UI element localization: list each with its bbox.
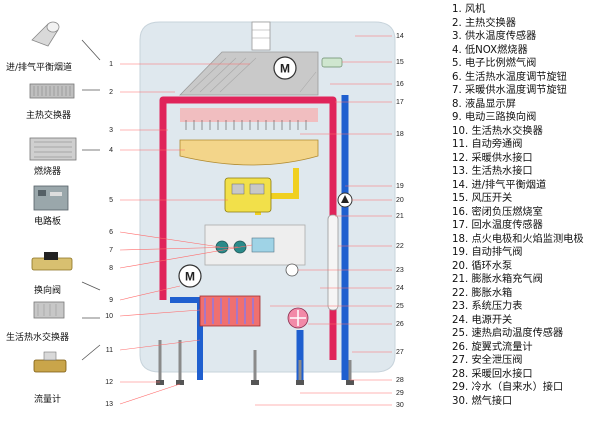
legend-item: 10. 生活热水交换器 [452, 125, 543, 137]
pressure-gauge [285, 263, 299, 277]
callout-number-5: 5 [109, 197, 113, 204]
legend-item: 17. 回水温度传感器 [452, 220, 543, 231]
legend-item: 1. 风机 [452, 4, 486, 15]
callout-number-22: 22 [396, 243, 404, 250]
callout-number-19: 19 [396, 183, 404, 190]
component-label-main-exchanger: 主热交换器 [26, 111, 72, 121]
legend-item: 20. 循环水泵 [452, 260, 513, 272]
legend-item: 26. 旋翼式流量计 [452, 341, 533, 353]
callout-number-10: 10 [105, 313, 113, 320]
callout-number-4: 4 [109, 147, 113, 154]
legend-item: 23. 系统压力表 [452, 301, 523, 312]
left-callout-numbers: 1 2 3 4 5 6 7 8 9 10 11 12 13 [105, 61, 113, 408]
callout-number-6: 6 [109, 229, 113, 236]
legend-item: 6. 生活热水温度调节旋钮 [452, 71, 567, 83]
diverter-motor-icon [178, 264, 202, 288]
component-label-flue: 进/排气平衡烟道 [6, 63, 73, 73]
callout-number-14: 14 [396, 33, 404, 40]
callout-number-28: 28 [396, 377, 404, 384]
callout-number-18: 18 [396, 131, 404, 138]
legend-item: 25. 速热启动温度传感器 [452, 328, 564, 339]
legend-item: 19. 自动排气阀 [452, 247, 523, 258]
callout-number-25: 25 [396, 303, 404, 310]
component-label-flow-meter: 流量计 [34, 395, 62, 405]
component-label-circuit-board: 电路板 [34, 217, 62, 227]
legend-item: 8. 液晶显示屏 [452, 98, 516, 110]
legend-item: 9. 电动三路换向阀 [452, 112, 537, 123]
callout-number-16: 16 [396, 81, 404, 88]
legend-item: 13. 生活热水接口 [452, 166, 533, 177]
callout-number-21: 21 [396, 213, 404, 220]
burner [179, 139, 319, 166]
legend-item: 7. 采暖供水温度调节旋钮 [452, 85, 567, 96]
legend-item: 2. 主热交换器 [452, 17, 516, 29]
legend-item: 4. 低NOX燃烧器 [452, 44, 528, 56]
legend-item: 18. 点火电极和火焰监测电极 [452, 233, 584, 245]
callout-number-29: 29 [396, 390, 404, 397]
fan-motor-icon [273, 56, 297, 80]
legend-item: 16. 密闭负压燃烧室 [452, 206, 543, 218]
legend-item: 28. 采暖回水接口 [452, 368, 533, 380]
legend-item: 24. 电源开关 [452, 314, 513, 326]
legend-item: 22. 膨胀水箱 [452, 287, 513, 299]
expansion-tank [327, 214, 339, 311]
thumb-main-heat-exchanger [29, 83, 75, 99]
callout-number-15: 15 [396, 59, 404, 66]
legend-item: 15. 风压开关 [452, 193, 513, 204]
legend-item: 21. 膨胀水箱充气阀 [452, 274, 543, 285]
component-label-dhw-exchanger: 生活热水交换器 [6, 333, 70, 343]
callout-number-20: 20 [396, 197, 404, 204]
callout-number-9: 9 [109, 297, 113, 304]
gas-valve [224, 177, 272, 213]
dhw-heat-exchanger [199, 295, 261, 327]
legend-item: 30. 燃气接口 [452, 395, 513, 407]
callout-number-13: 13 [105, 401, 113, 408]
callout-number-23: 23 [396, 267, 404, 274]
callout-lines [119, 35, 392, 406]
legend-item: 5. 电子比例燃气阀 [452, 58, 537, 69]
callout-number-12: 12 [105, 379, 113, 386]
callout-number-7: 7 [109, 247, 113, 254]
callout-number-30: 30 [396, 402, 404, 409]
lcd-display [251, 237, 275, 253]
callout-number-17: 17 [396, 99, 404, 106]
legend-item: 12. 采暖供水接口 [452, 152, 533, 164]
callout-number-8: 8 [109, 265, 113, 272]
thumb-flue-elbow [31, 21, 60, 47]
legend-item: 29. 冷水（自来水）接口 [452, 382, 564, 393]
main-heat-exchanger [180, 108, 318, 122]
thumb-diverter-valve [31, 252, 73, 271]
flue-duct [251, 21, 271, 51]
diverter-motor-letter: M [185, 270, 195, 284]
legend-item: 27. 安全泄压阀 [452, 355, 523, 366]
legend-item: 11. 自动旁通阀 [452, 139, 523, 150]
callout-number-11: 11 [106, 347, 113, 354]
legend-item: 14. 进/排气平衡烟道 [452, 179, 547, 191]
thumb-flow-meter [33, 351, 67, 373]
thumb-dhw-exchanger [33, 301, 65, 319]
component-label-diverter-valve: 换向阀 [34, 286, 62, 296]
component-label-burner: 燃烧器 [34, 167, 62, 177]
pressure-switch [321, 57, 343, 68]
thumb-circuit-board [33, 185, 69, 211]
callout-number-24: 24 [396, 285, 404, 292]
callout-number-2: 2 [109, 89, 113, 96]
fan-motor-letter: M [280, 62, 290, 76]
callout-number-27: 27 [396, 349, 404, 356]
legend-list: 1. 风机 2. 主热交换器 3. 供水温度传感器 4. 低NOX燃烧器 5. … [452, 3, 598, 408]
callout-number-3: 3 [109, 127, 113, 134]
thumb-burner [29, 137, 77, 161]
right-callout-numbers: 14 15 16 17 18 19 20 21 22 23 24 25 26 2… [396, 33, 404, 409]
callout-number-1: 1 [109, 61, 113, 68]
callout-number-26: 26 [396, 321, 404, 328]
legend-item: 3. 供水温度传感器 [452, 31, 537, 42]
